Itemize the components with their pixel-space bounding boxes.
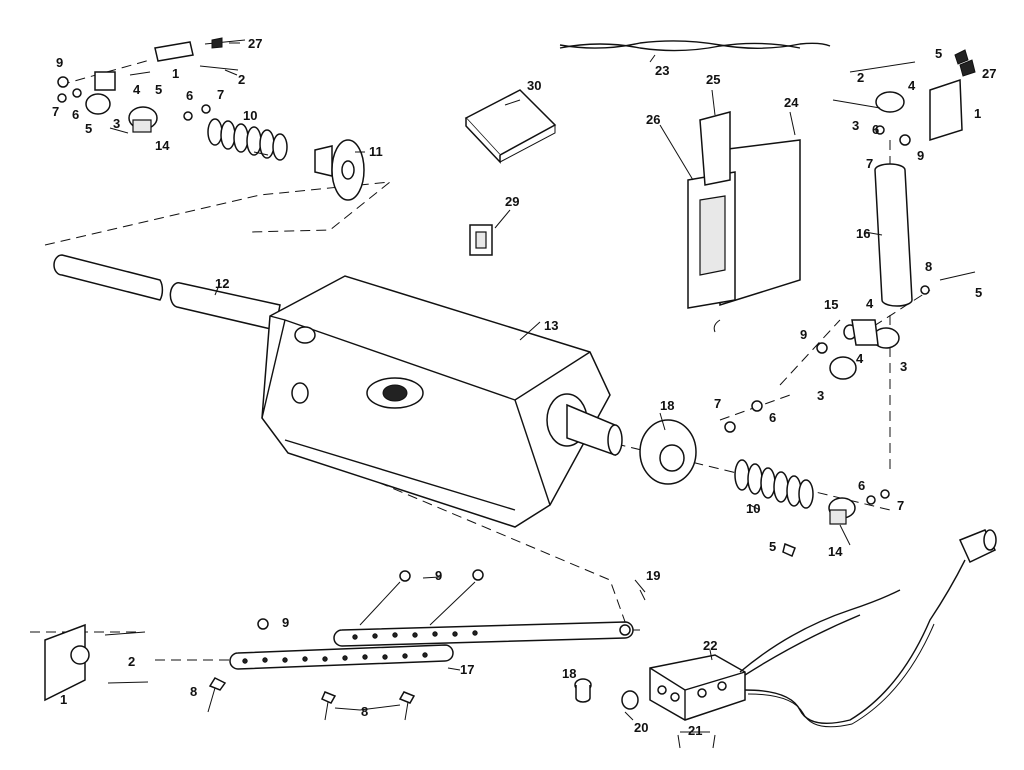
tube-sections — [53, 254, 281, 331]
callout-24: 24 — [784, 95, 799, 110]
callout-3: 3 — [900, 359, 907, 374]
callout-14: 14 — [828, 544, 843, 559]
callout-4: 4 — [133, 82, 141, 97]
callout-11: 11 — [369, 144, 383, 159]
callout-2: 2 — [857, 70, 864, 85]
callout-2: 2 — [238, 72, 245, 87]
callout-2: 2 — [128, 654, 135, 669]
callout-5: 5 — [85, 121, 92, 136]
callout-7: 7 — [52, 104, 59, 119]
callout-14: 14 — [155, 138, 170, 153]
callout-1: 1 — [974, 106, 981, 121]
callout-4: 4 — [908, 78, 916, 93]
callout-19: 19 — [646, 568, 660, 583]
callout-6: 6 — [858, 478, 865, 493]
spring-lower — [734, 459, 814, 509]
shaft-hardware — [639, 400, 890, 558]
callout-7: 7 — [217, 87, 224, 102]
callout-22: 22 — [703, 638, 717, 653]
top-right-bracket-assembly — [816, 49, 976, 380]
callout-17: 17 — [460, 662, 474, 677]
callout-29: 29 — [505, 194, 519, 209]
callout-15: 15 — [824, 297, 838, 312]
leader-lines — [214, 42, 883, 733]
callout-6: 6 — [872, 122, 879, 137]
callout-1: 1 — [172, 66, 179, 81]
main-housing — [261, 275, 623, 528]
callout-3: 3 — [852, 118, 859, 133]
callout-labels: 1 2 3 4 5 5 6 6 7 7 9 10 11 12 13 14 27 … — [52, 36, 996, 738]
top-left-bracket-assembly — [57, 37, 365, 201]
callout-8: 8 — [925, 259, 932, 274]
callout-8: 8 — [361, 704, 368, 719]
bolts — [207, 677, 716, 749]
callout-6: 6 — [769, 410, 776, 425]
callout-9: 9 — [282, 615, 289, 630]
callout-5: 5 — [975, 285, 982, 300]
callout-6: 6 — [72, 107, 79, 122]
callout-5: 5 — [935, 46, 942, 61]
callout-7: 7 — [866, 156, 873, 171]
callout-8: 8 — [190, 684, 197, 699]
callout-9: 9 — [56, 55, 63, 70]
callout-12: 12 — [215, 276, 229, 291]
spring-upper — [207, 118, 288, 161]
callout-7: 7 — [897, 498, 904, 513]
callout-27: 27 — [982, 66, 996, 81]
callout-6: 6 — [186, 88, 193, 103]
callout-16: 16 — [856, 226, 870, 241]
callout-7: 7 — [714, 396, 721, 411]
callout-18: 18 — [660, 398, 674, 413]
callout-20: 20 — [634, 720, 648, 735]
callout-10: 10 — [746, 501, 760, 516]
callout-30: 30 — [527, 78, 541, 93]
callout-18: 18 — [562, 666, 576, 681]
bottom-left-bracket — [44, 623, 149, 702]
callout-3: 3 — [817, 388, 824, 403]
callout-21: 21 — [688, 723, 702, 738]
callout-23: 23 — [655, 63, 669, 78]
callout-9: 9 — [800, 327, 807, 342]
callout-13: 13 — [544, 318, 558, 333]
callout-3: 3 — [113, 116, 120, 131]
callout-4: 4 — [866, 296, 874, 311]
callout-9: 9 — [435, 568, 442, 583]
switch-box-and-cord — [649, 529, 997, 728]
top-middle-parts — [464, 40, 831, 256]
callout-25: 25 — [706, 72, 720, 87]
control-panel — [687, 111, 801, 333]
callout-5: 5 — [155, 82, 162, 97]
callout-10: 10 — [243, 108, 257, 123]
callout-5: 5 — [769, 539, 776, 554]
callout-1: 1 — [60, 692, 67, 707]
callout-4: 4 — [856, 351, 864, 366]
callout-9: 9 — [917, 148, 924, 163]
callout-27: 27 — [248, 36, 262, 51]
bottom-bars — [229, 569, 646, 670]
callout-26: 26 — [646, 112, 660, 127]
